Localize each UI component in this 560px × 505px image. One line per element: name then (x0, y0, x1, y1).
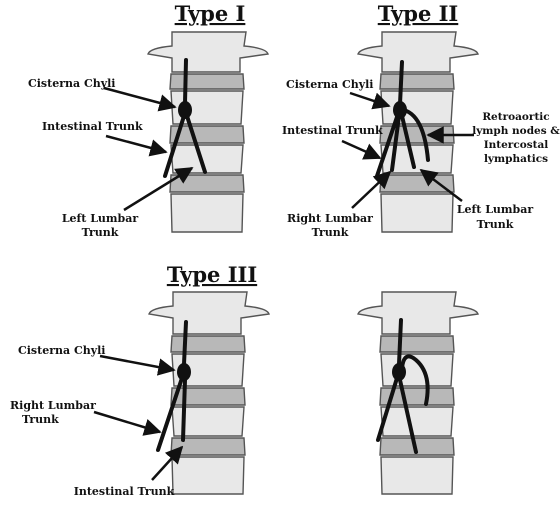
vertebra (357, 291, 479, 335)
intestinal-trunk-line (375, 112, 400, 178)
label-left-lumbar-line1: Left Lumbar (62, 212, 139, 225)
disc (379, 73, 455, 90)
disc (170, 335, 246, 353)
panel-type-1: Type I Cisterna Chyli Intestinal Trunk L… (28, 1, 269, 239)
thoracic-duct (183, 58, 188, 105)
vertebra (171, 406, 245, 437)
label-right-lumbar-line2: Trunk (22, 413, 59, 426)
disc (169, 174, 245, 193)
panel-type-2: Type II Cisterna Chyli Intestinal Trunk … (282, 1, 560, 239)
spine-type-1 (147, 31, 269, 233)
labels-type-2: Cisterna Chyli Intestinal Trunk Retroaor… (282, 78, 560, 239)
label-right-lumbar-line2: Trunk (312, 226, 349, 239)
label-right-lumbar-line1: Right Lumbar (10, 399, 96, 412)
label-intestinal-trunk: Intestinal Trunk (42, 120, 143, 133)
label-retroaortic-line1: Retroaortic (482, 111, 549, 123)
cisterna-chyli (393, 101, 407, 119)
type-1-title: Type I (175, 1, 246, 26)
arrow-intestinal (105, 134, 168, 157)
ducts-unlabeled (376, 318, 430, 454)
label-cisterna-chyli: Cisterna Chyli (28, 77, 115, 90)
retroaortic-branch (402, 108, 430, 162)
label-intestinal-trunk: Intestinal Trunk (282, 124, 383, 137)
type-3-title: Type III (167, 262, 257, 287)
thoracic-duct (397, 318, 403, 366)
ducts-type-1 (163, 58, 207, 178)
panel-unlabeled (357, 291, 479, 495)
ducts-type-3 (156, 320, 191, 452)
vertebra (380, 456, 454, 495)
disc (379, 437, 455, 456)
arrow-cisterna (349, 91, 391, 110)
vertebra (170, 144, 244, 174)
vertebra (357, 31, 479, 73)
vertebra (380, 193, 454, 233)
arrow-intestinal (341, 139, 382, 160)
label-left-lumbar-line2: Trunk (477, 218, 514, 231)
disc (379, 174, 455, 193)
intestinal-trunk-line (181, 378, 187, 442)
left-lumbar-trunk-line (185, 114, 207, 174)
arrow-right-lumbar (93, 410, 162, 436)
disc (169, 73, 245, 90)
thoracic-duct (398, 60, 404, 106)
label-left-lumbar-line2: Trunk (82, 226, 119, 239)
arrow-cisterna (99, 354, 176, 376)
label-retroaortic-line2: lymph nodes & (472, 125, 560, 137)
ducts-type-2 (375, 60, 430, 178)
label-cisterna-chyli: Cisterna Chyli (286, 78, 373, 91)
disc (379, 335, 455, 353)
label-left-lumbar-line1: Left Lumbar (457, 203, 534, 216)
cisterna-chyli (178, 101, 192, 119)
left-lumbar-trunk-line (400, 114, 416, 169)
arrow-right-lumbar (351, 170, 392, 209)
spine-unlabeled (357, 291, 479, 495)
right-lumbar-trunk-line (390, 114, 401, 172)
vertebra (148, 291, 270, 335)
label-cisterna-chyli: Cisterna Chyli (18, 344, 105, 357)
label-right-lumbar-line1: Right Lumbar (287, 212, 373, 225)
cisterna-chyli (392, 363, 406, 381)
vertebra (380, 406, 454, 437)
label-retroaortic-line3: Intercostal (484, 139, 549, 151)
spine-type-3 (148, 291, 270, 495)
disc (170, 387, 246, 406)
label-retroaortic-line4: lymphatics (484, 153, 548, 165)
vertebra (170, 193, 244, 233)
vertebra (147, 31, 269, 73)
right-lumbar-trunk-line (156, 376, 184, 452)
left-branch-line (376, 376, 399, 442)
looping-branch (400, 354, 430, 406)
arrow-left-lumbar (123, 166, 194, 212)
label-intestinal-trunk: Intestinal Trunk (74, 485, 175, 498)
labels-type-1: Cisterna Chyli Intestinal Trunk Left Lum… (28, 77, 194, 239)
thoracic-duct (182, 320, 188, 366)
right-branch-line (398, 378, 418, 454)
arrow-left-lumbar (419, 168, 463, 202)
cisterna-chyli (177, 363, 191, 381)
vertebra (171, 456, 245, 495)
intestinal-trunk-line (163, 114, 186, 178)
panel-type-3: Type III Cisterna Chyli Right Lumbar Tru… (10, 262, 270, 498)
arrow-intestinal (151, 445, 184, 481)
labels-type-3: Cisterna Chyli Right Lumbar Trunk Intest… (10, 344, 184, 498)
disc (169, 125, 245, 144)
type-2-title: Type II (378, 1, 459, 26)
arrow-cisterna (103, 86, 177, 112)
